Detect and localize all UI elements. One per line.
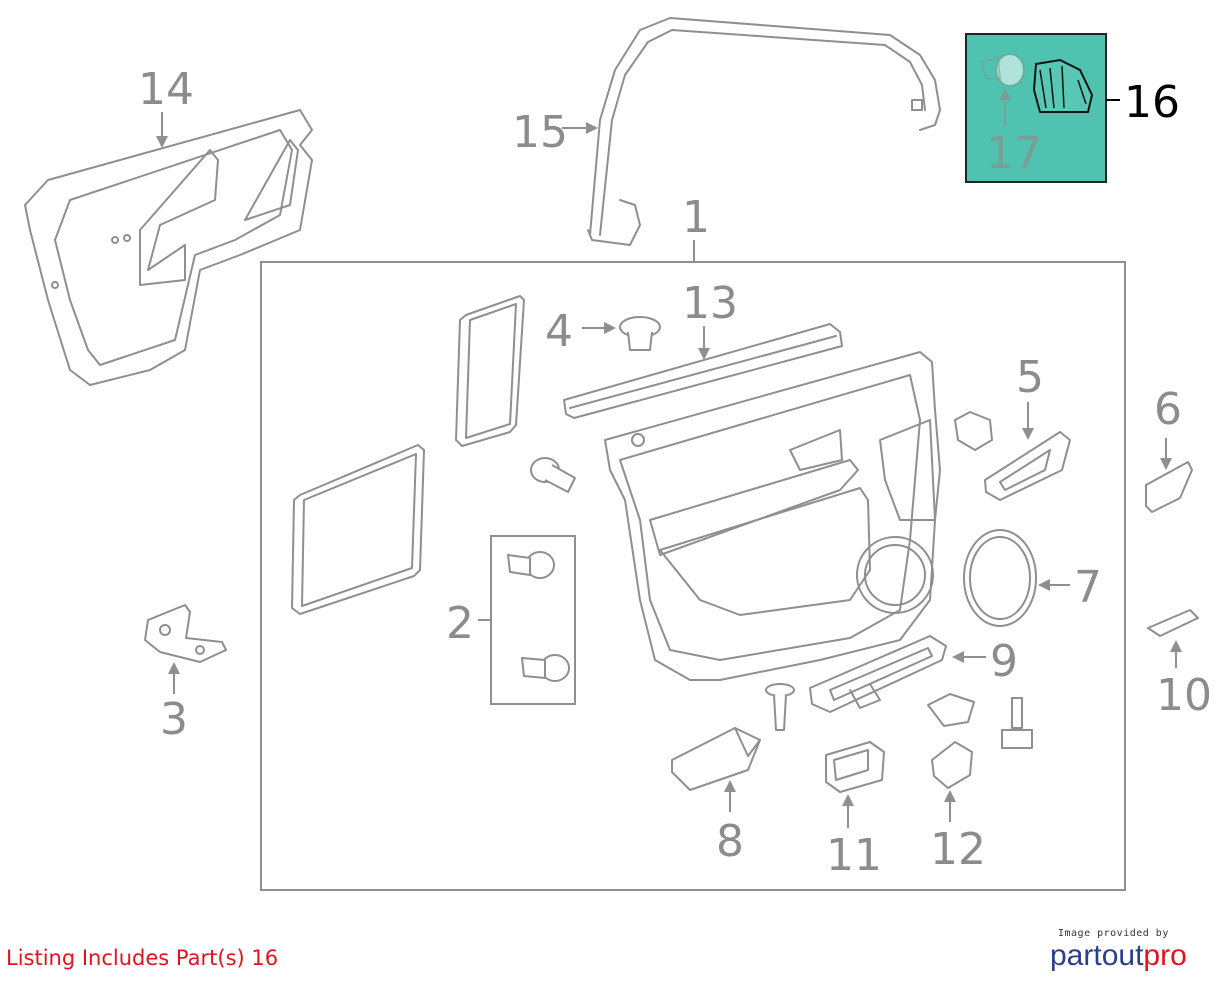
clip-right [954, 411, 993, 451]
callout-17: 17 [986, 128, 1042, 179]
callout-9: 9 [990, 636, 1018, 687]
part-2-clip-lower [521, 654, 570, 682]
bolt [1001, 697, 1033, 749]
part-13-belt-molding [563, 323, 843, 419]
callout-5: 5 [1016, 352, 1044, 403]
logo-accent-text: pro [1143, 939, 1187, 972]
callout-15: 15 [512, 107, 568, 158]
partoutpro-logo: partoutpro [1050, 939, 1210, 973]
part-8-cover [671, 727, 761, 791]
pad-upper [455, 295, 525, 447]
screw-clip [765, 683, 795, 731]
callout-1: 1 [682, 192, 710, 243]
callout-13: 13 [682, 278, 738, 329]
callout-2: 2 [446, 598, 474, 649]
callout-11: 11 [826, 830, 882, 881]
part-17-clip [980, 53, 1025, 87]
listing-note: Listing Includes Part(s) 16 [6, 946, 279, 970]
callout-3: 3 [160, 694, 188, 745]
pad-lower [291, 444, 425, 615]
small-clip [927, 693, 975, 727]
part-16-trim-cover[interactable] [1032, 58, 1094, 113]
part-14-door-shield [24, 109, 313, 386]
callout-10: 10 [1156, 670, 1212, 721]
callout-8: 8 [716, 816, 744, 867]
callout-4: 4 [545, 306, 573, 357]
part-1-door-trim-panel [604, 351, 941, 681]
part-11-switch [825, 741, 885, 793]
part-5-inside-handle [984, 431, 1071, 501]
part-15-window-frame [587, 17, 941, 246]
part-9-switch-bezel [809, 635, 947, 713]
part-10-trim-piece [1147, 609, 1199, 637]
logo-main-text: partout [1050, 939, 1144, 972]
callout-7: 7 [1074, 562, 1102, 613]
part-2-clip-upper [507, 551, 555, 579]
part-12-clip [931, 741, 973, 789]
callout-12: 12 [930, 824, 986, 875]
image-credit: Image provided by partoutpro [1050, 928, 1210, 973]
assembly-frame [260, 261, 1126, 891]
part-7-speaker-ring [963, 529, 1037, 627]
callout-14: 14 [138, 64, 194, 115]
part-3-bracket [144, 604, 227, 663]
part-6-cover [1145, 461, 1193, 513]
callout-6: 6 [1154, 384, 1182, 435]
credit-label: Image provided by [1058, 928, 1169, 939]
clip-left [530, 457, 576, 493]
part-4-push-clip [619, 316, 661, 351]
callout-16: 16 [1124, 77, 1180, 128]
